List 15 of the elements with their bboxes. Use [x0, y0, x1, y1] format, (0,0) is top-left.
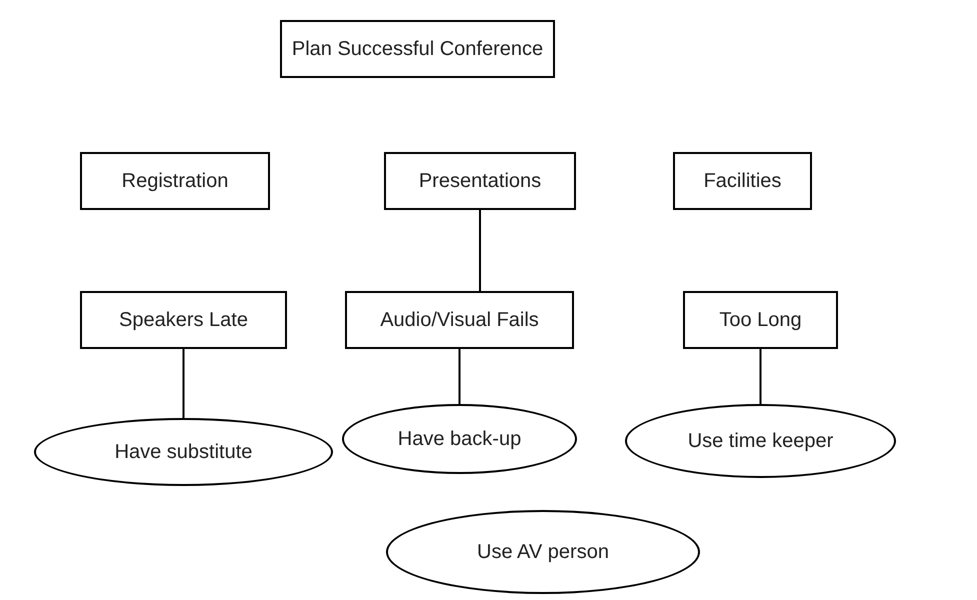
box-node: Facilities: [673, 152, 812, 210]
ellipse-node: Use time keeper: [625, 404, 896, 478]
connector-line: [760, 349, 762, 404]
box-node: Presentations: [384, 152, 576, 210]
connector-line: [479, 210, 481, 291]
ellipse-node: Have substitute: [34, 418, 333, 486]
ellipse-node: Have back-up: [342, 404, 577, 474]
connector-line: [182, 349, 184, 418]
connector-line: [458, 349, 460, 404]
box-node: Plan Successful Conference: [280, 20, 555, 78]
ellipse-node: Use AV person: [386, 510, 700, 594]
box-node: Speakers Late: [80, 291, 287, 349]
box-node: Audio/Visual Fails: [345, 291, 574, 349]
box-node: Registration: [80, 152, 270, 210]
box-node: Too Long: [683, 291, 838, 349]
